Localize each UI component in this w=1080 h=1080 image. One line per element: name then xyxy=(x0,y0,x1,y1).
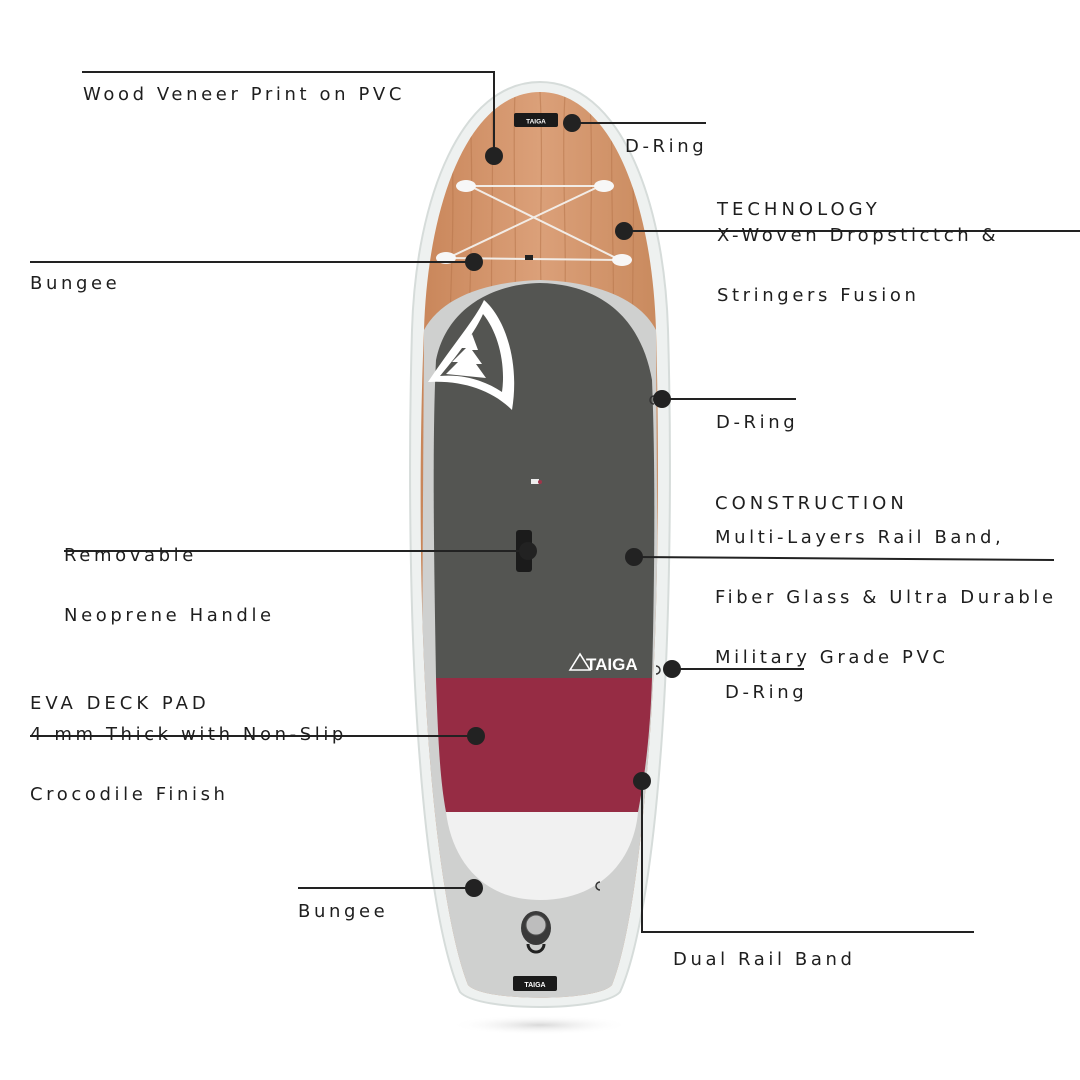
callout-d-ring-tail: D-Ring xyxy=(725,643,807,723)
callout-text: Bungee xyxy=(298,901,389,922)
d-ring-mid-hook xyxy=(649,395,655,405)
tail-taiga-patch: TAIGA xyxy=(513,976,557,991)
dot-bungee-tail xyxy=(465,879,483,897)
dot-construction xyxy=(625,548,643,566)
dot-handle xyxy=(519,542,537,560)
dot-eva xyxy=(467,727,485,745)
callout-text: Wood Veneer Print on PVC xyxy=(83,84,405,105)
board: TAIGA TAIGA xyxy=(409,80,671,1008)
callout-text: D-Ring xyxy=(725,682,808,703)
d-ring-tail-hook xyxy=(655,665,661,675)
callout-wood-veneer: Wood Veneer Print on PVC xyxy=(83,45,405,125)
nose-taiga-patch: TAIGA xyxy=(514,113,558,127)
callout-dual-rail-band: Dual Rail Band xyxy=(673,910,856,990)
svg-text:TAIGA: TAIGA xyxy=(526,119,546,126)
callout-text: Stringers Fusion xyxy=(717,285,920,306)
callout-construction-body: Multi-Layers Rail Band, Fiber Glass & Ul… xyxy=(715,488,1057,688)
callout-text: D-Ring xyxy=(625,136,708,157)
tail-valve xyxy=(521,911,551,954)
callout-text: Crocodile Finish xyxy=(30,784,229,805)
callout-text: X-Woven Dropstictch & xyxy=(717,225,1000,246)
callout-text: Dual Rail Band xyxy=(673,949,856,970)
callout-text: Removable xyxy=(64,545,197,566)
leader-dual-rail xyxy=(641,781,974,933)
dot-dual-rail xyxy=(633,772,651,790)
dot-d-ring-tail xyxy=(663,660,681,678)
callout-technology: TECHNOLOGY xyxy=(717,160,881,240)
center-valve xyxy=(538,480,542,484)
callout-d-ring-nose: D-Ring xyxy=(625,97,707,177)
dot-bungee-nose xyxy=(465,253,483,271)
callout-text: 4 mm Thick with Non-Slip xyxy=(30,724,347,745)
leader-lines xyxy=(30,71,1080,933)
dot-d-ring-nose xyxy=(563,114,581,132)
svg-text:TAIGA: TAIGA xyxy=(586,655,638,674)
leader-wood-veneer xyxy=(82,71,495,156)
tail-bungee-hook-right xyxy=(595,881,601,891)
callout-text: Multi-Layers Rail Band, xyxy=(715,527,1005,548)
deck-taiga-wordmark: TAIGA xyxy=(568,652,638,674)
center-tag xyxy=(531,479,539,484)
callout-text: Neoprene Handle xyxy=(64,605,275,626)
callout-eva-deck-pad: EVA DECK PAD xyxy=(30,654,210,734)
callout-title: CONSTRUCTION xyxy=(715,493,908,514)
callout-construction: CONSTRUCTION xyxy=(715,454,908,534)
callout-d-ring-mid: D-Ring xyxy=(716,373,798,453)
nose-bungee xyxy=(436,180,632,266)
callout-dots xyxy=(465,114,681,897)
callout-eva-deck-pad-body: 4 mm Thick with Non-Slip Crocodile Finis… xyxy=(30,685,347,825)
callout-technology-body: X-Woven Dropstictch & Stringers Fusion xyxy=(717,186,999,326)
callout-text: Military Grade PVC xyxy=(715,647,949,668)
taiga-arrow-logo xyxy=(428,300,515,410)
callout-title: TECHNOLOGY xyxy=(717,199,881,220)
callout-text: Fiber Glass & Ultra Durable xyxy=(715,587,1057,608)
dot-wood-veneer xyxy=(485,147,503,165)
callout-title: EVA DECK PAD xyxy=(30,693,210,714)
leader-construction xyxy=(633,556,1055,561)
board-shadow xyxy=(450,1015,630,1035)
callout-text: D-Ring xyxy=(716,412,799,433)
callout-bungee-tail: Bungee xyxy=(298,862,388,942)
deck-pad-red xyxy=(436,678,652,812)
callout-bungee-nose: Bungee xyxy=(30,234,120,314)
dot-d-ring-mid xyxy=(653,390,671,408)
deck-pad-tail-white xyxy=(446,812,638,900)
svg-text:TAIGA: TAIGA xyxy=(524,982,545,989)
callout-handle: Removable Neoprene Handle xyxy=(64,506,275,646)
callout-text: Bungee xyxy=(30,273,121,294)
dot-technology xyxy=(615,222,633,240)
